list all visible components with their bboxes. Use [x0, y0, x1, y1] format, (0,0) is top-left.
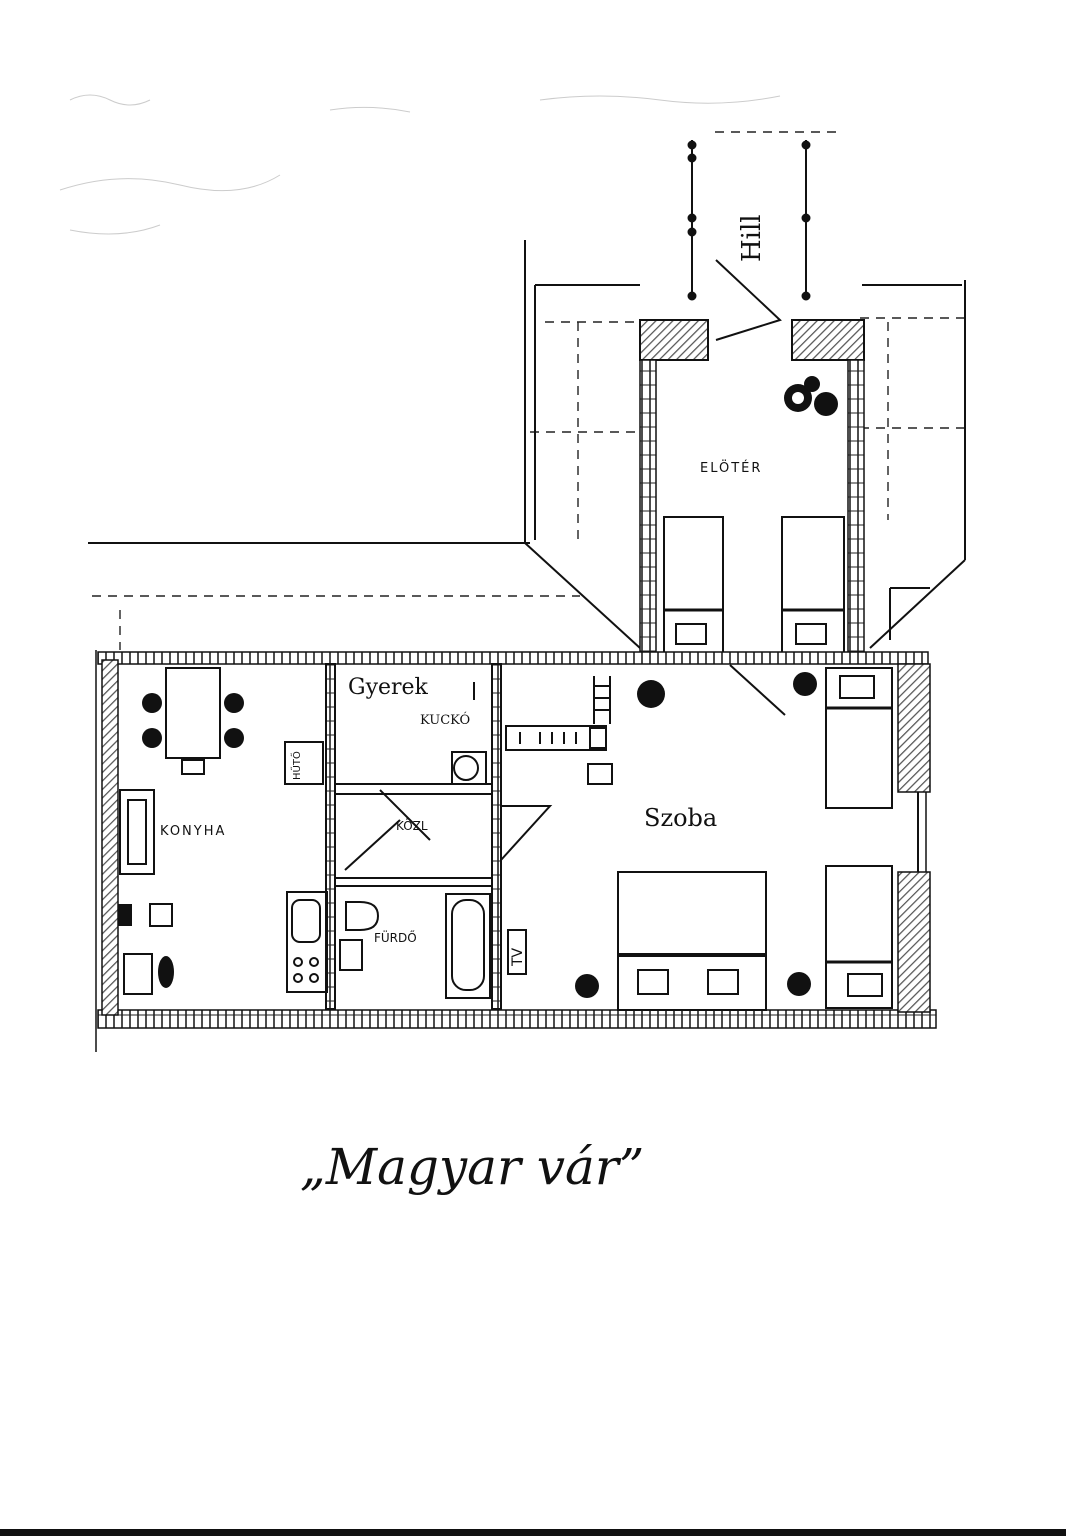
page-edge — [0, 1529, 1066, 1536]
round-stools — [575, 672, 817, 998]
dining-table — [165, 667, 221, 775]
hall-bed-left — [663, 516, 724, 658]
faint-marks — [59, 94, 781, 235]
room-label: Szoba — [644, 804, 717, 832]
kitchen-chairs — [123, 903, 173, 995]
hall-walls — [639, 319, 865, 661]
sideboard — [505, 725, 613, 785]
tv-icon — [507, 929, 527, 975]
fridge-label: HŰTŐ — [289, 751, 303, 780]
kitchen-chair-dots — [118, 904, 174, 988]
kitchen-label: KONYHA — [160, 824, 226, 839]
tv-label: TV — [510, 947, 526, 967]
single-bed-upper — [825, 667, 893, 809]
staircase — [687, 140, 811, 341]
fridge-icon — [284, 741, 324, 785]
double-bed — [617, 871, 767, 1011]
toilet-icon — [339, 901, 380, 971]
roof-solid — [88, 240, 966, 649]
plan-title: „Magyar vár” — [300, 1138, 645, 1196]
bathroom-label: FÜRDŐ — [374, 929, 417, 945]
roof-outline — [88, 131, 970, 650]
dining-chairs — [142, 693, 244, 748]
staircase-label: Hill — [737, 214, 767, 262]
armchair-icon — [784, 376, 838, 416]
corridor-label: KÖZL — [396, 817, 428, 833]
hall-bed-right — [781, 516, 845, 658]
outer-walls — [95, 650, 937, 1052]
single-bed-lower — [825, 865, 893, 1009]
kids-table — [451, 751, 487, 785]
kids-corner-label: Gyerek — [348, 675, 429, 700]
kids-corner-label-2: KUCKÓ — [420, 711, 470, 728]
kitchen-bench — [119, 789, 155, 875]
hall-door-swing — [729, 664, 786, 716]
kitchen-stove — [286, 891, 328, 993]
ladder-icon — [593, 676, 611, 724]
hall-label: ELÖTÉR — [700, 459, 762, 476]
bathtub-icon — [445, 893, 491, 999]
